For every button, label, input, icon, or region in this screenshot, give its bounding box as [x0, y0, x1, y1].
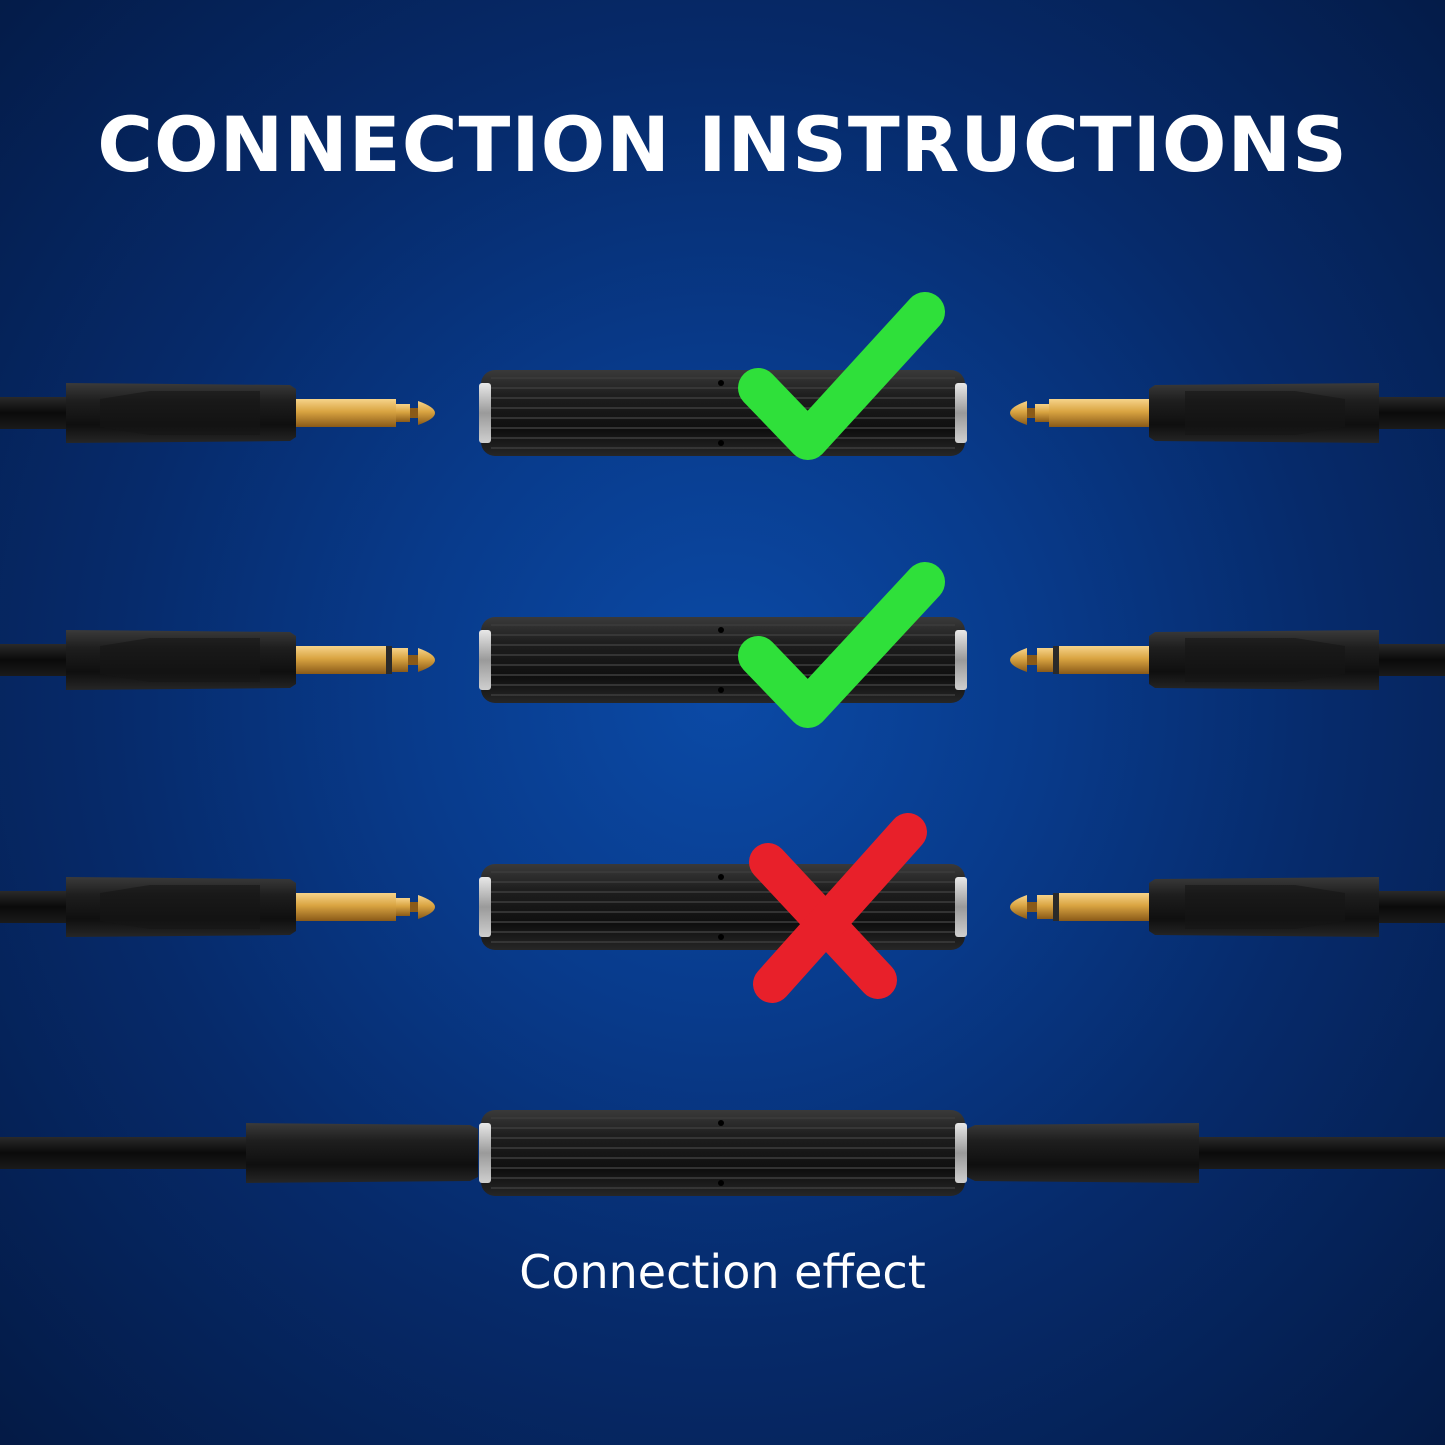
connection-row-3	[0, 864, 1445, 950]
checkmark-icon	[738, 562, 945, 728]
quarter-inch-plug-icon	[1010, 630, 1445, 690]
caption: Connection effect	[519, 1245, 926, 1299]
connection-row-2	[0, 617, 1445, 703]
quarter-inch-plug-icon	[1010, 877, 1445, 937]
quarter-inch-plug-icon	[1010, 383, 1445, 443]
connection-row-result	[0, 1110, 1445, 1196]
cross-icon	[749, 813, 927, 1003]
female-coupler-icon	[479, 370, 967, 456]
quarter-inch-plug-icon	[0, 630, 435, 690]
female-coupler-icon	[479, 864, 967, 950]
connection-row-1	[0, 370, 1445, 456]
quarter-inch-plug-icon	[0, 383, 435, 443]
page-title: CONNECTION INSTRUCTIONS	[97, 100, 1348, 189]
checkmark-icon	[738, 292, 945, 460]
female-coupler-icon	[479, 1110, 967, 1196]
quarter-inch-plug-icon	[0, 877, 435, 937]
